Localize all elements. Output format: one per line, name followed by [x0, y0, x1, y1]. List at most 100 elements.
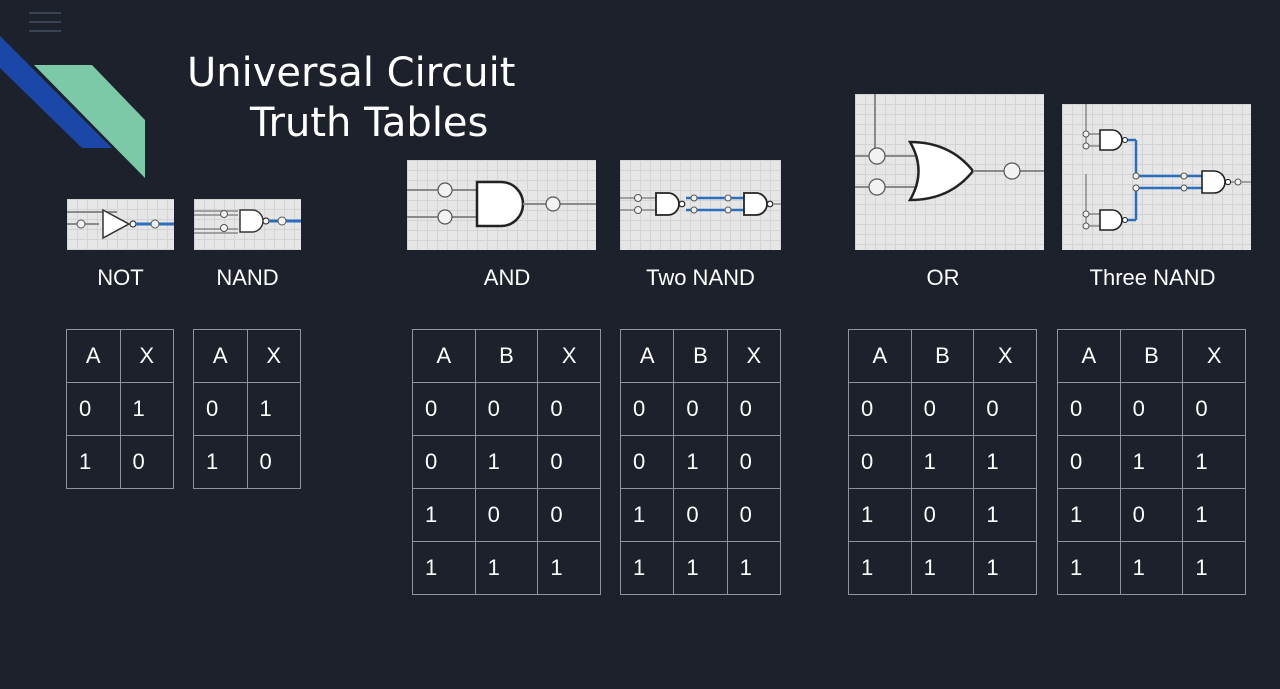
- three-nand-circuit-icon: [1082, 104, 1251, 231]
- table-cell: 0: [673, 382, 728, 436]
- truth-table-nand: A X 0 1 1 0: [193, 329, 301, 489]
- table-cell: 1: [726, 541, 782, 595]
- table-cell: 1: [1057, 541, 1121, 595]
- not-gate-circuit-icon: [67, 208, 174, 240]
- table-row: 0 1 0: [619, 435, 782, 489]
- table-cell: 1: [537, 541, 601, 595]
- green-accent-stripe: [34, 65, 145, 178]
- three-nand-image: [1062, 104, 1251, 250]
- header-cell: A: [193, 329, 248, 383]
- table-cell: 0: [1057, 382, 1121, 436]
- nand-gate-circuit-icon: [194, 209, 301, 234]
- table-cell: 0: [673, 488, 728, 542]
- table-cell: 1: [412, 488, 476, 542]
- two-nand-circuit-icon: [620, 192, 781, 216]
- table-cell: 0: [474, 488, 539, 542]
- header-cell: X: [537, 329, 601, 383]
- not-gate-image: [67, 199, 174, 250]
- title-line-2: Truth Tables: [250, 100, 489, 146]
- caption-or: OR: [926, 265, 960, 290]
- table-cell: 0: [726, 435, 782, 489]
- table-row: 1 0 1: [1057, 488, 1246, 542]
- header-cell: A: [848, 329, 912, 383]
- table-cell: 1: [673, 541, 728, 595]
- caption-three-nand: Three NAND: [1089, 265, 1216, 290]
- table-cell: 1: [474, 435, 539, 489]
- table-cell: 0: [1119, 488, 1184, 542]
- table-row: 1 1 1: [412, 541, 601, 595]
- table-cell: 1: [1182, 541, 1246, 595]
- table-cell: 0: [66, 382, 121, 436]
- table-row: 0 1 1: [848, 435, 1037, 489]
- header-cell: B: [474, 329, 539, 383]
- or-gate-image: [855, 94, 1044, 250]
- table-row: 1 0 1: [848, 488, 1037, 542]
- page-title: Universal Circuit Truth Tables: [187, 48, 515, 148]
- table-header-row: A X: [193, 329, 301, 383]
- table-header-row: A B X: [412, 329, 601, 383]
- truth-table-three-nand: A B X 0 0 0 0 1 1 1 0 1 1 1 1: [1057, 329, 1246, 595]
- and-gate-image: [407, 160, 596, 250]
- truth-table-or: A B X 0 0 0 0 1 1 1 0 1 1 1 1: [848, 329, 1037, 595]
- table-cell: 1: [246, 382, 301, 436]
- caption-not: NOT: [97, 265, 144, 290]
- table-cell: 1: [1119, 435, 1184, 489]
- truth-table-not: A X 0 1 1 0: [66, 329, 174, 489]
- table-cell: 1: [973, 541, 1037, 595]
- table-cell: 0: [246, 435, 301, 489]
- header-cell: X: [1182, 329, 1246, 383]
- blue-accent-stripe: [0, 36, 112, 148]
- table-cell: 1: [1182, 435, 1246, 489]
- table-cell: 1: [973, 435, 1037, 489]
- table-header-row: A B X: [619, 329, 782, 383]
- table-cell: 0: [1057, 435, 1121, 489]
- table-cell: 1: [474, 541, 539, 595]
- table-header-row: A B X: [848, 329, 1037, 383]
- two-nand-image: [620, 160, 781, 250]
- table-cell: 0: [619, 435, 675, 489]
- table-row: 1 1 1: [619, 541, 782, 595]
- table-cell: 1: [619, 541, 675, 595]
- table-cell: 0: [412, 435, 476, 489]
- header-cell: B: [673, 329, 728, 383]
- table-cell: 1: [193, 435, 248, 489]
- table-row: 0 0 0: [1057, 382, 1246, 436]
- table-cell: 0: [537, 435, 601, 489]
- table-row: 0 0 0: [848, 382, 1037, 436]
- header-cell: A: [1057, 329, 1121, 383]
- caption-and: AND: [483, 265, 531, 290]
- table-cell: 0: [1119, 382, 1184, 436]
- table-cell: 1: [1182, 488, 1246, 542]
- header-cell: X: [246, 329, 301, 383]
- table-cell: 0: [848, 435, 912, 489]
- table-cell: 0: [412, 382, 476, 436]
- table-row: 1 0: [66, 435, 174, 489]
- table-cell: 1: [848, 541, 912, 595]
- table-header-row: A B X: [1057, 329, 1246, 383]
- caption-two-nand: Two NAND: [646, 265, 755, 290]
- header-cell: X: [973, 329, 1037, 383]
- corner-accent-shapes: [0, 36, 145, 178]
- table-cell: 0: [848, 382, 912, 436]
- header-cell: X: [726, 329, 782, 383]
- header-cell: X: [119, 329, 174, 383]
- table-row: 0 0 0: [412, 382, 601, 436]
- table-cell: 0: [1182, 382, 1246, 436]
- header-cell: A: [66, 329, 121, 383]
- table-row: 1 1 1: [1057, 541, 1246, 595]
- truth-table-and: A B X 0 0 0 0 1 0 1 0 0 1 1 1: [412, 329, 601, 595]
- truth-table-two-nand: A B X 0 0 0 0 1 0 1 0 0 1 1 1: [619, 329, 782, 595]
- table-cell: 0: [726, 488, 782, 542]
- table-row: 1 0: [193, 435, 301, 489]
- table-cell: 0: [119, 435, 174, 489]
- table-row: 1 1 1: [848, 541, 1037, 595]
- caption-nand: NAND: [216, 265, 279, 290]
- table-row: 0 1: [193, 382, 301, 436]
- table-row: 1 0 0: [619, 488, 782, 542]
- header-cell: B: [1119, 329, 1184, 383]
- table-cell: 0: [474, 382, 539, 436]
- hamburger-menu-icon[interactable]: [29, 12, 61, 34]
- header-cell: B: [910, 329, 975, 383]
- table-cell: 0: [193, 382, 248, 436]
